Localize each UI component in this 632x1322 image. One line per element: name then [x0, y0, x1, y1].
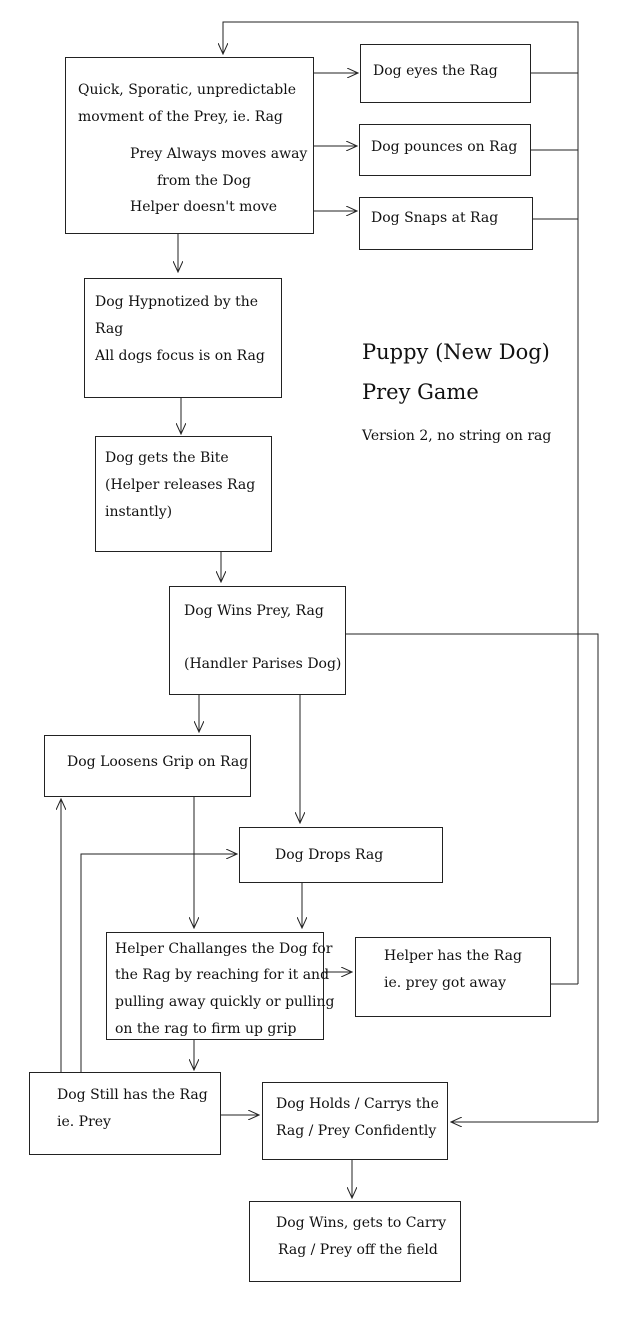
- box-text: Dog Still has the Rag: [57, 1087, 208, 1103]
- box-snaps-rag: Dog Snaps at Rag: [359, 197, 533, 250]
- box-loosens-grip: Dog Loosens Grip on Rag: [44, 735, 251, 797]
- diagram-title-line-2: Prey Game: [362, 380, 479, 404]
- box-text: pulling away quickly or pulling: [115, 994, 335, 1010]
- diagram-subtitle: Version 2, no string on rag: [362, 428, 552, 444]
- line-wins-to-holds: [346, 633, 599, 1122]
- arrow-still-to-drops: [80, 854, 237, 1072]
- box-text: on the rag to firm up grip: [115, 1021, 297, 1037]
- box-text: from the Dog: [157, 173, 252, 189]
- box-text: Rag / Prey Confidently: [276, 1123, 437, 1139]
- box-gets-bite: Dog gets the Bite (Helper releases Rag i…: [95, 436, 272, 552]
- box-text: (Handler Parises Dog): [184, 656, 342, 672]
- box-drops-rag: Dog Drops Rag: [239, 827, 443, 883]
- box-text: Dog gets the Bite: [105, 450, 229, 466]
- box-text: Dog Wins, gets to Carry: [276, 1215, 447, 1231]
- box-text: Helper has the Rag: [384, 948, 522, 964]
- box-text: Helper Challanges the Dog for: [115, 941, 333, 957]
- box-text: Dog Snaps at Rag: [371, 210, 499, 226]
- box-hypnotized: Dog Hypnotized by the Rag All dogs focus…: [84, 278, 282, 398]
- box-text: Prey Always moves away: [130, 146, 308, 162]
- box-eyes-rag: Dog eyes the Rag: [360, 44, 531, 103]
- box-text: movment of the Prey, ie. Rag: [78, 109, 283, 125]
- box-text: Dog Hypnotized by the: [95, 294, 259, 310]
- box-still-has-rag: Dog Still has the Rag ie. Prey: [29, 1072, 221, 1155]
- box-pounces-rag: Dog pounces on Rag: [359, 124, 531, 176]
- box-text: Dog Drops Rag: [275, 847, 384, 863]
- box-holds-carries: Dog Holds / Carrys the Rag / Prey Confid…: [262, 1082, 448, 1160]
- box-text: Quick, Sporatic, unpredictable: [78, 82, 297, 98]
- box-text: ie. prey got away: [384, 975, 507, 991]
- box-text: (Helper releases Rag: [105, 477, 256, 493]
- box-text: Rag: [95, 321, 124, 337]
- box-quick-movement: Quick, Sporatic, unpredictable movment o…: [65, 57, 314, 234]
- box-text: ie. Prey: [57, 1114, 111, 1130]
- box-text: Dog Holds / Carrys the: [276, 1096, 439, 1112]
- box-text: Dog eyes the Rag: [373, 63, 498, 79]
- box-text: All dogs focus is on Rag: [95, 348, 265, 364]
- box-text: the Rag by reaching for it and: [115, 967, 330, 983]
- box-text: Helper doesn't move: [130, 199, 278, 215]
- box-text: Dog Wins Prey, Rag: [184, 603, 324, 619]
- box-text: Dog Loosens Grip on Rag: [67, 754, 249, 770]
- box-wins-carry: Dog Wins, gets to Carry Rag / Prey off t…: [249, 1201, 461, 1282]
- diagram-title-line-1: Puppy (New Dog): [362, 340, 550, 364]
- box-text: Rag / Prey off the field: [278, 1242, 438, 1258]
- box-helper-has-rag: Helper has the Rag ie. prey got away: [355, 937, 551, 1017]
- box-text: instantly): [105, 504, 173, 520]
- return-loop-to-top: [223, 21, 579, 984]
- box-helper-challenges: Helper Challanges the Dog for the Rag by…: [106, 932, 334, 1040]
- box-text: Dog pounces on Rag: [371, 139, 518, 155]
- box-wins-prey: Dog Wins Prey, Rag (Handler Parises Dog): [169, 586, 346, 695]
